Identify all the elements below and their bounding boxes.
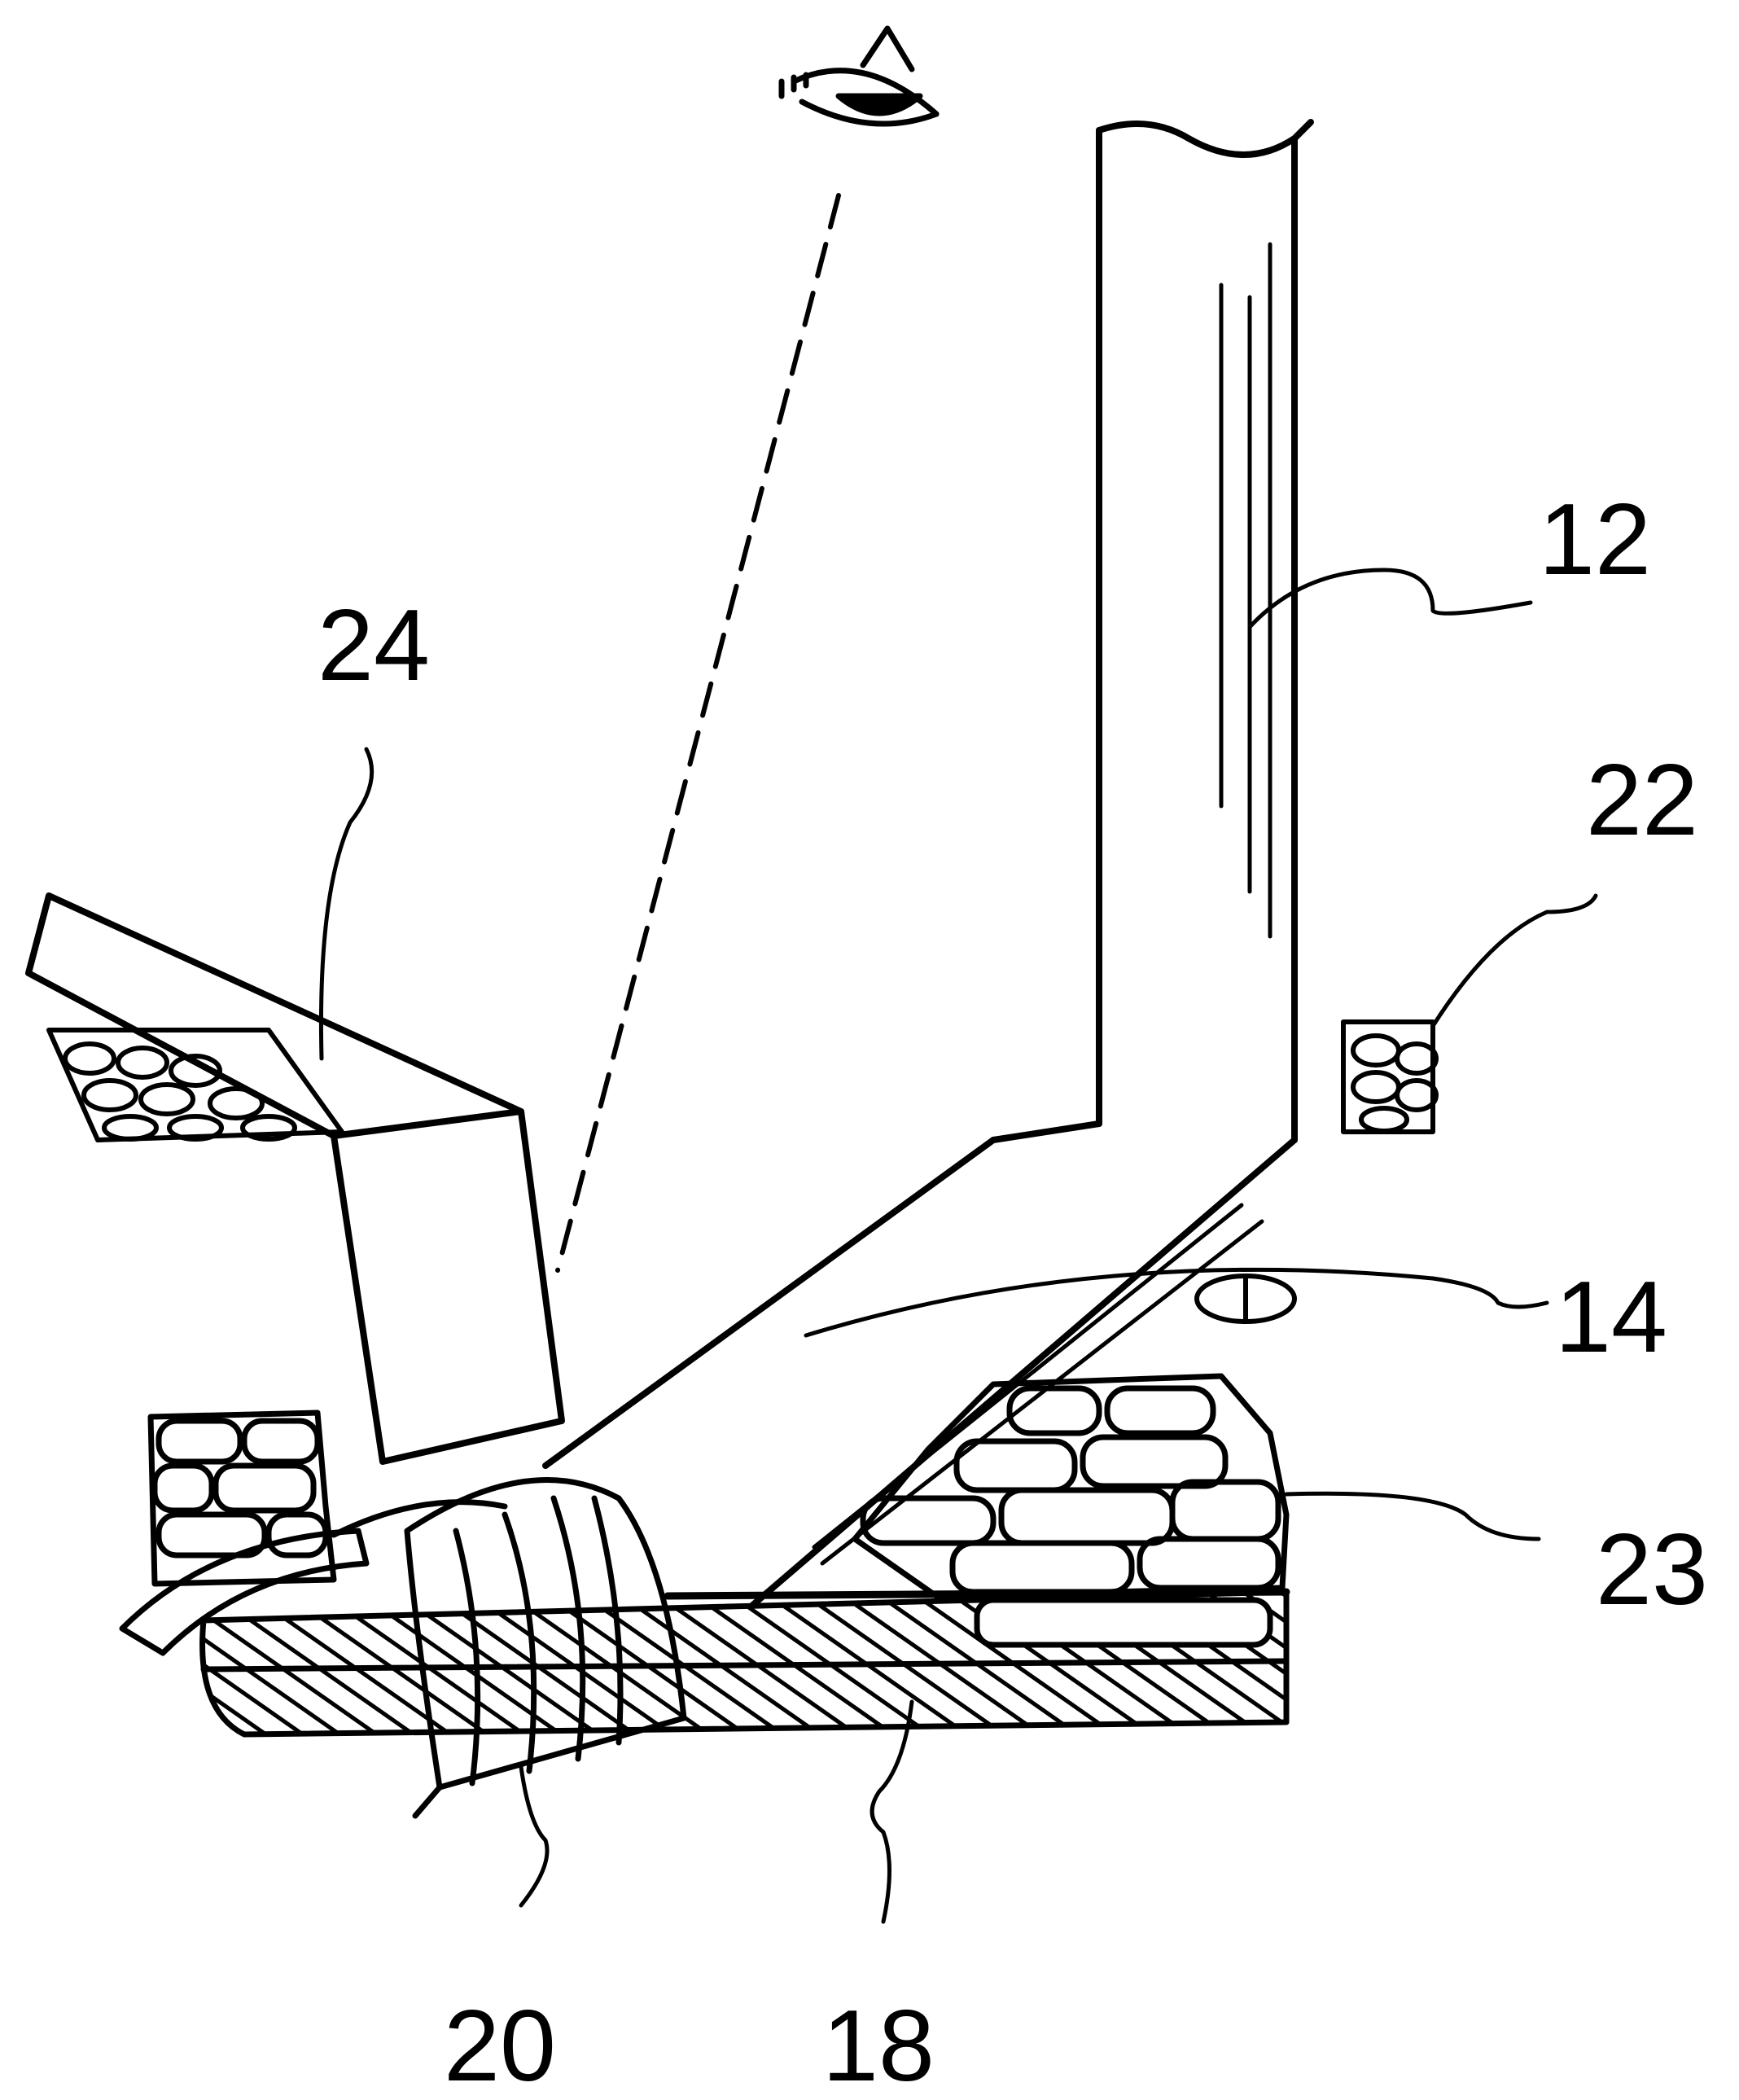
support-tube-12	[542, 119, 1314, 1611]
wrapped-member-20	[119, 1477, 687, 1819]
label-18: 18	[822, 1990, 935, 2100]
label-23: 23	[1596, 1514, 1708, 1626]
rubble-left	[46, 1028, 344, 1142]
leader-12	[1247, 568, 1533, 629]
label-24: 24	[318, 590, 430, 702]
eye-icon	[778, 25, 940, 127]
block-24	[25, 892, 565, 1465]
rubble-22	[1194, 1019, 1439, 1324]
leader-23	[1284, 1491, 1541, 1541]
leader-lines	[318, 568, 1598, 1924]
leader-20	[519, 1765, 550, 1908]
label-12: 12	[1539, 484, 1651, 596]
leader-18	[870, 1699, 914, 1924]
ground-layer-18	[199, 1588, 1290, 1738]
leader-22	[1430, 893, 1598, 1028]
label-22: 22	[1586, 744, 1698, 857]
leader-24	[318, 747, 375, 1061]
label-20: 20	[444, 1990, 556, 2100]
label-14: 14	[1555, 1261, 1667, 1374]
stone-wall-left	[147, 1409, 337, 1587]
line-of-sight	[555, 193, 841, 1273]
leader-14	[804, 1267, 1549, 1338]
